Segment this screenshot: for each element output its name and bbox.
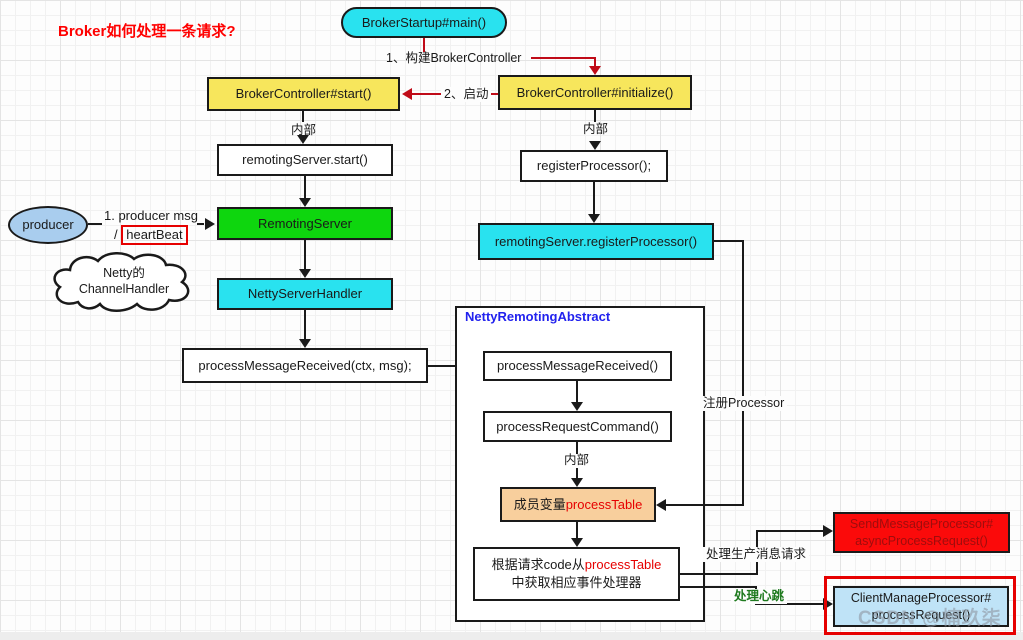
connector-initialize-internal [594,110,596,122]
connector-send-h1 [680,573,758,575]
label-produce-note: 处理生产消息请求 [703,547,810,562]
node-register-processor-label: registerProcessor(); [536,158,652,174]
connector-startup-step1 [423,38,425,52]
node-netty-server-handler-label: NettyServerHandler [247,286,363,302]
node-remoting-register-processor-label: remotingServer.registerProcessor() [494,233,698,249]
connector-client-h1 [680,586,757,588]
connector-rsstart-remotingserver [304,176,306,199]
connector-register-h2 [666,504,744,506]
node-process-message-received-ctx: processMessageReceived(ctx, msg); [182,348,428,383]
bottom-edge-band [0,632,1023,640]
node-broker-startup-main: BrokerStartup#main() [341,7,507,38]
node-process-message-received-label: processMessageReceived() [496,358,659,374]
diagram-title: Broker如何处理一条请求? [58,23,236,40]
node-remoting-server-label: RemotingServer [258,215,352,231]
connector-pmr-prc [576,381,578,403]
node-remoting-register-processor: remotingServer.registerProcessor() [478,223,714,260]
arrowhead-into-register-processor [589,141,601,150]
node-process-request-command-label: processRequestCommand() [496,418,659,434]
node-broker-controller-start-label: BrokerController#start() [235,86,372,102]
label-heartbeat: heartBeat [121,225,188,245]
node-process-message-received: processMessageReceived() [483,351,672,381]
arrowhead-into-remoting-start [297,135,309,144]
arrowhead-into-nettyhandler [299,269,311,278]
label-step1-build-controller: 1、构建BrokerController [386,51,522,65]
connector-handler-pmrctx [304,310,306,340]
client-manage-line1: ClientManageProcessor# [850,590,992,605]
cloud-line2: ChannelHandler [78,282,170,296]
connector-start-internal [302,111,304,122]
node-remoting-server: RemotingServer [217,207,393,240]
connector-producer-msg-1 [88,223,102,225]
send-message-line1: SendMessageProcessor# [849,516,994,531]
label-register-processor-note: 注册Processor [700,396,788,411]
connector-remotingserver-handler [304,240,306,269]
node-broker-controller-start: BrokerController#start() [207,77,400,111]
lookup-line2: 中获取相应事件处理器 [511,575,642,590]
node-broker-controller-initialize: BrokerController#initialize() [498,75,692,110]
arrowhead-into-remotingserver-left [205,218,215,230]
label-step2-launch: 2、启动 [441,87,492,102]
arrowhead-into-start [402,88,412,100]
connector-pmrctx-container [428,365,473,367]
node-remoting-server-start-label: remotingServer.start() [242,152,368,168]
node-process-message-received-ctx-label: processMessageReceived(ctx, msg); [198,357,412,373]
node-producer-label: producer [22,217,74,233]
connector-internal-membervar [576,468,578,479]
lookup-line1: 根据请求code从processTable [492,556,662,574]
connector-register-h1 [714,240,744,242]
arrowhead-into-membervar-right [656,499,666,511]
cloud-line1: Netty的 [103,266,145,281]
node-send-message-processor: SendMessageProcessor# asyncProcessReques… [833,512,1010,553]
node-client-manage-processor: ClientManageProcessor# processRequest() [833,586,1009,627]
node-producer: producer [8,206,88,244]
label-heartbeat-note: 处理心跳 [731,589,788,604]
label-producer-msg: 1. producer msg [104,208,198,223]
connector-send-h2 [756,530,824,532]
label-internal-2: 内部 [583,122,609,136]
node-remoting-server-start: remotingServer.start() [217,144,393,176]
node-process-request-command: processRequestCommand() [483,411,672,442]
member-prefix: 成员变量 [513,496,566,512]
arrowhead-into-membervar [571,478,583,487]
connector-step1-h [531,57,596,59]
send-message-line2: asyncProcessRequest() [855,533,988,548]
label-internal-1: 内部 [291,123,317,137]
arrowhead-into-lookup [571,538,583,547]
connector-regproc-remotingreg [593,182,595,215]
container-title: NettyRemotingAbstract [465,309,611,324]
emphasis-red-rectangle [824,576,1016,635]
connector-membervar-lookup [576,522,578,539]
connector-client-h2 [755,603,824,605]
arrowhead-into-prc [571,402,583,411]
node-broker-controller-initialize-label: BrokerController#initialize() [516,84,674,100]
arrowhead-into-remotingserver [299,198,311,207]
connector-producer-msg-2 [197,223,204,225]
watermark-text: CSDN @楠玖柒 [858,608,1002,629]
client-manage-line2: processRequest() [871,607,971,622]
node-broker-startup-main-label: BrokerStartup#main() [361,14,487,30]
arrowhead-into-remotingreg [588,214,600,223]
connector-step1-v [594,57,596,68]
cloud-netty-channelhandler: Netty的 ChannelHandler [48,252,200,312]
arrowhead-into-initialize [589,66,601,75]
node-register-processor: registerProcessor(); [520,150,668,182]
cloud-shape [53,252,190,312]
arrowhead-into-clientmanage [823,598,833,610]
label-slash: / [114,227,122,242]
connector-prc-internal [576,442,578,454]
node-lookup-processor: 根据请求code从processTable 中获取相应事件处理器 [473,547,680,601]
node-netty-server-handler: NettyServerHandler [217,278,393,310]
connector-register-v [742,240,744,506]
label-internal-3: 内部 [564,453,590,467]
arrowhead-into-pmrctx [299,339,311,348]
arrowhead-into-sendmessage [823,525,833,537]
label-heartbeat-wrap: / heartBeat [114,225,188,245]
lookup-prefix: 根据请求code从 [491,557,585,573]
lookup-highlight: processTable [584,557,662,573]
member-highlight: processTable [565,496,643,512]
